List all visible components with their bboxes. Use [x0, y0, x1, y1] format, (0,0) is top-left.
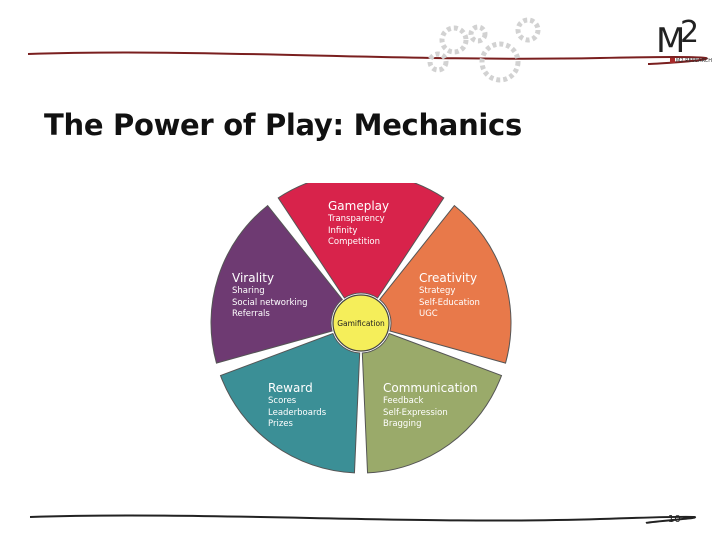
- segment-item: Competition: [328, 237, 381, 247]
- segment-creativity: [378, 204, 512, 364]
- segment-item: Strategy: [419, 286, 456, 296]
- segment-reward: [219, 332, 361, 474]
- m2-logo: M 2 M2 RESEARCH: [656, 15, 716, 70]
- segment-item: Self-Education: [419, 297, 480, 308]
- center-circle: [332, 294, 390, 352]
- segment-gameplay-label: Gameplay Transparency Infinity Competiti…: [328, 199, 389, 249]
- segment-creativity-label: Creativity Strategy Self-Education UGC: [419, 271, 480, 321]
- segment-item: Sharing: [232, 286, 265, 296]
- segment-heading: Reward: [268, 381, 313, 395]
- header-divider: [27, 51, 708, 65]
- segment-item: Transparency: [328, 214, 385, 224]
- segment-item: Leaderboards: [268, 407, 327, 418]
- segment-heading: Virality: [232, 271, 275, 285]
- segment-item: Self-Expression: [383, 407, 448, 418]
- segment-heading: Communication: [383, 381, 478, 395]
- page-number: 10: [668, 514, 681, 525]
- logo-digit: 2: [680, 15, 700, 50]
- segment-item: Feedback: [383, 396, 424, 406]
- segment-reward-label: Reward Scores Leaderboards Prizes: [268, 381, 326, 431]
- segment-item: UGC: [419, 309, 438, 319]
- segment-item: Infinity: [328, 225, 358, 236]
- segment-gameplay: [277, 183, 445, 299]
- logo-subtitle: M2 RESEARCH: [676, 58, 712, 64]
- segment-item: Scores: [268, 396, 297, 406]
- segment-heading: Creativity: [419, 271, 478, 285]
- segment-item: Prizes: [268, 419, 293, 429]
- segment-virality: [210, 204, 344, 364]
- logo-dot-icon: [670, 58, 675, 63]
- gamification-wheel: [210, 183, 512, 474]
- footer-divider: [29, 514, 696, 524]
- segment-heading: Gameplay: [328, 199, 390, 213]
- segment-item: Referrals: [232, 309, 270, 319]
- segment-item: Social networking: [232, 297, 308, 308]
- segment-item: Bragging: [383, 419, 422, 429]
- logo-letter: M: [656, 21, 686, 61]
- segment-communication-label: Communication Feedback Self-Expression B…: [383, 381, 478, 431]
- page-title: The Power of Play: Mechanics: [44, 108, 522, 142]
- segment-virality-label: Virality Sharing Social networking Refer…: [232, 271, 308, 321]
- center-label: Gamification: [337, 318, 385, 328]
- gears-decoration: [427, 17, 541, 83]
- segment-communication: [361, 332, 503, 474]
